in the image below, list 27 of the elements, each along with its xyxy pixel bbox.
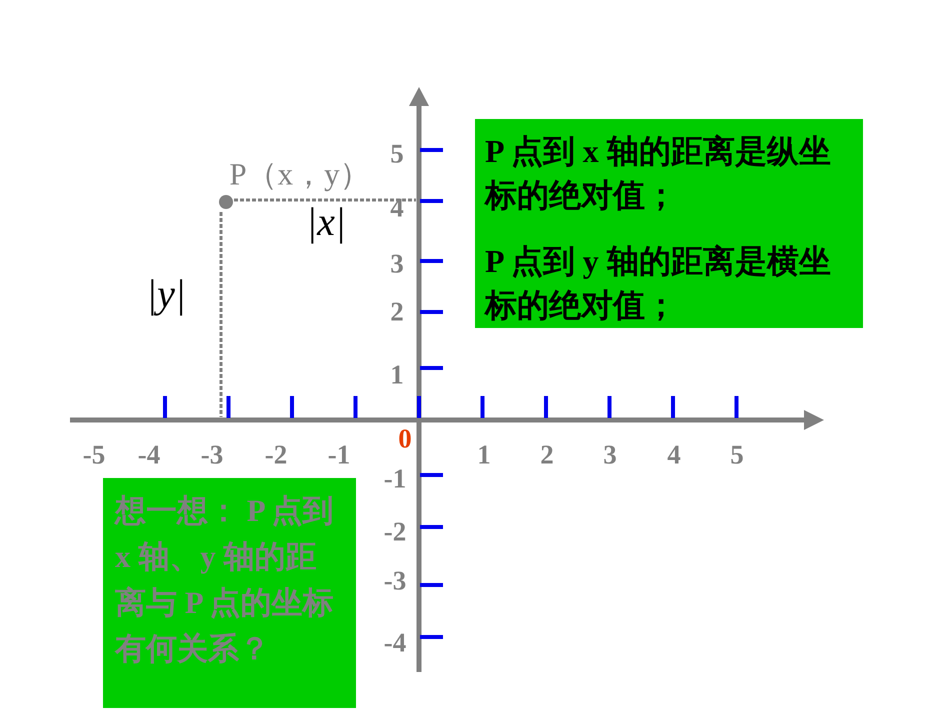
- box-text: P 点到 x 轴的距离是纵坐标的绝对值；: [485, 132, 832, 215]
- axis-number: 1: [477, 442, 491, 468]
- axis-number: 5: [730, 442, 744, 468]
- axis-number: -3: [384, 568, 406, 594]
- axis-number: -2: [384, 518, 406, 546]
- box-text: P 点到 y 轴的距离是横坐标的绝对值；: [485, 242, 832, 325]
- axis-number: -5: [82, 442, 106, 468]
- point-label: P（x，y）: [229, 158, 371, 190]
- axis-number: 4: [667, 442, 681, 468]
- text-box: [475, 119, 863, 328]
- absolute-value-label: |x|: [306, 202, 346, 242]
- axis-number: 1: [390, 362, 404, 388]
- axis-number: -3: [200, 442, 224, 468]
- axis-number: 5: [390, 140, 404, 168]
- axis-number: -4: [384, 630, 406, 656]
- origin-label: 0: [398, 426, 412, 452]
- axis-number: -1: [328, 442, 350, 468]
- axis-number: -2: [264, 442, 288, 468]
- axis-number: 3: [603, 442, 617, 468]
- absolute-value-label: |y|: [146, 274, 186, 314]
- axis-number: 3: [390, 250, 404, 278]
- axis-number: 2: [540, 442, 554, 468]
- box-text: 想一想： P 点到 x 轴、y 轴的距离与 P 点的坐标有何关系？: [115, 492, 335, 668]
- axis-number: -1: [384, 466, 406, 492]
- axis-number: -4: [138, 442, 160, 468]
- axis-number: 2: [390, 298, 404, 326]
- text-box: [103, 478, 356, 708]
